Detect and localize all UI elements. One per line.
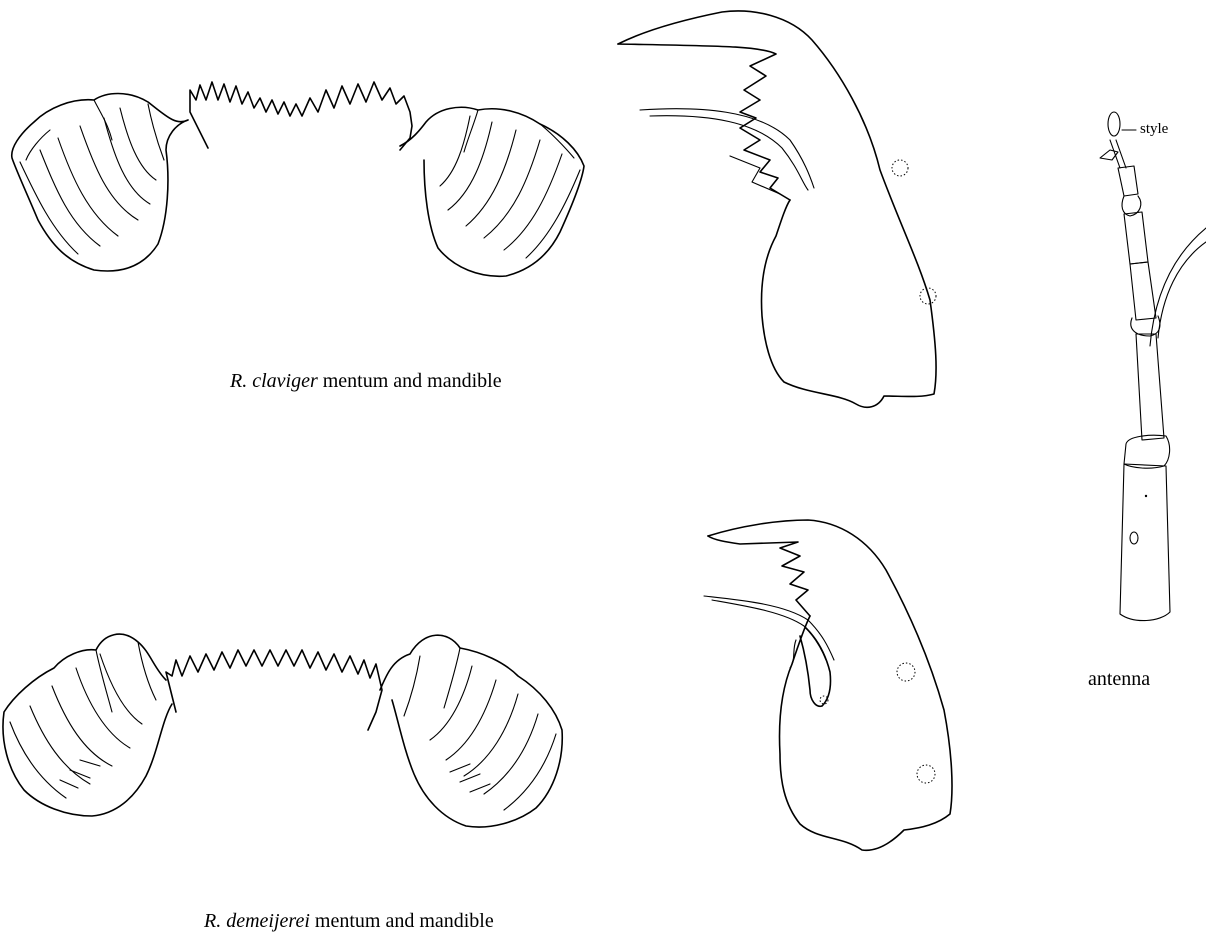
- demeijerei-mandible: [704, 520, 952, 850]
- species-name-claviger: R. claviger: [230, 370, 318, 392]
- caption-claviger: R. claviger mentum and mandible: [230, 370, 502, 393]
- caption-claviger-text: mentum and mandible: [323, 370, 502, 392]
- claviger-mentum: [12, 82, 584, 276]
- claviger-mandible: [618, 11, 936, 407]
- demeijerei-mentum: [3, 634, 562, 827]
- style-label: style: [1140, 121, 1168, 138]
- antenna-drawing: [1100, 112, 1206, 621]
- caption-antenna: antenna: [1088, 668, 1150, 691]
- caption-demeijerei-text: mentum and mandible: [315, 910, 494, 932]
- species-name-demeijerei: R. demeijerei: [204, 910, 310, 932]
- caption-demeijerei: R. demeijerei mentum and mandible: [204, 910, 494, 933]
